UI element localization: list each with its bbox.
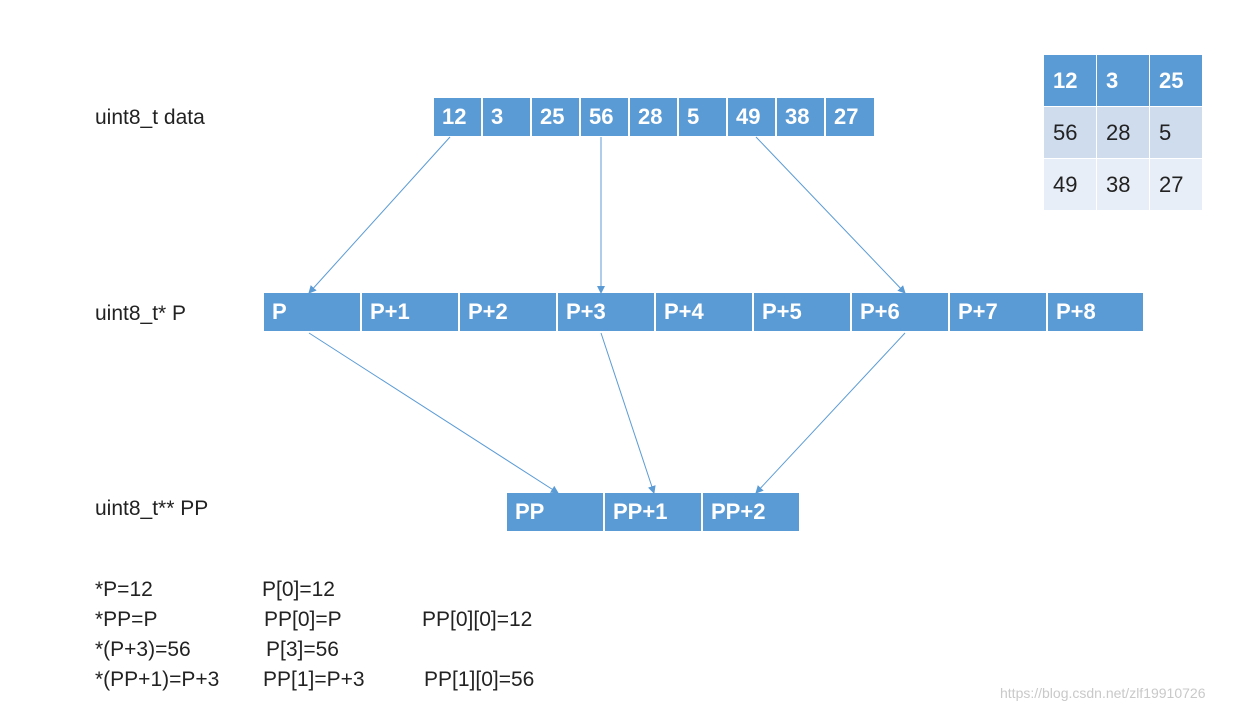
matrix-cell: 56 (1043, 106, 1097, 159)
data-cell: 3 (483, 98, 532, 136)
pp-cell: PP+2 (703, 493, 799, 531)
data-cell: 25 (532, 98, 581, 136)
matrix-cell: 38 (1096, 158, 1150, 211)
p-cell: P+1 (362, 293, 460, 331)
data-cell: 28 (630, 98, 679, 136)
formula-text: *P=12 (95, 578, 153, 601)
p-cell: P+2 (460, 293, 558, 331)
formula-text: *(P+3)=56 (95, 638, 191, 661)
p-cell: P+4 (656, 293, 754, 331)
formula-text: PP[1][0]=56 (424, 668, 535, 691)
arrow-p-to-pp (308, 332, 559, 494)
data-cell: 27 (826, 98, 874, 136)
formula-text: PP[0][0]=12 (422, 608, 533, 631)
formula-text: P[3]=56 (266, 638, 339, 661)
matrix-row: 56 28 5 (1043, 106, 1203, 159)
pp-cell: PP (507, 493, 605, 531)
matrix-cell: 28 (1096, 106, 1150, 159)
data-array: 12 3 25 56 28 5 49 38 27 (434, 98, 874, 136)
matrix-cell: 12 (1043, 54, 1097, 107)
p-cell: P+7 (950, 293, 1048, 331)
data-cell: 5 (679, 98, 728, 136)
matrix-cell: 25 (1149, 54, 1203, 107)
arrow-data6-to-p6 (755, 136, 906, 294)
p-array: P P+1 P+2 P+3 P+4 P+5 P+6 P+7 P+8 (264, 293, 1143, 331)
matrix-cell: 5 (1149, 106, 1203, 159)
pp-array: PP PP+1 PP+2 (507, 493, 799, 531)
data-cell: 38 (777, 98, 826, 136)
formula-text: *(PP+1)=P+3 (95, 668, 220, 691)
p-cell: P (264, 293, 362, 331)
matrix-header-row: 12 3 25 (1043, 54, 1203, 107)
label-p: uint8_t* P (95, 302, 187, 325)
matrix-cell: 27 (1149, 158, 1203, 211)
watermark-text: https://blog.csdn.net/zlf19910726 (1000, 685, 1206, 701)
data-cell: 56 (581, 98, 630, 136)
label-data: uint8_t data (95, 106, 205, 129)
arrow-p6-to-pp2 (755, 332, 906, 494)
label-pp: uint8_t** PP (95, 497, 209, 520)
matrix-table: 12 3 25 56 28 5 49 38 27 (1043, 54, 1203, 211)
formula-text: PP[1]=P+3 (263, 668, 365, 691)
arrow-p3-to-pp1 (600, 332, 656, 494)
p-cell: P+3 (558, 293, 656, 331)
formula-text: P[0]=12 (262, 578, 335, 601)
p-cell: P+6 (852, 293, 950, 331)
matrix-cell: 3 (1096, 54, 1150, 107)
data-cell: 49 (728, 98, 777, 136)
matrix-cell: 49 (1043, 158, 1097, 211)
arrow-data0-to-p (308, 136, 451, 294)
data-cell: 12 (434, 98, 483, 136)
formula-text: PP[0]=P (264, 608, 342, 631)
pp-cell: PP+1 (605, 493, 703, 531)
p-cell: P+8 (1048, 293, 1143, 331)
matrix-row: 49 38 27 (1043, 158, 1203, 211)
formula-text: *PP=P (95, 608, 158, 631)
p-cell: P+5 (754, 293, 852, 331)
